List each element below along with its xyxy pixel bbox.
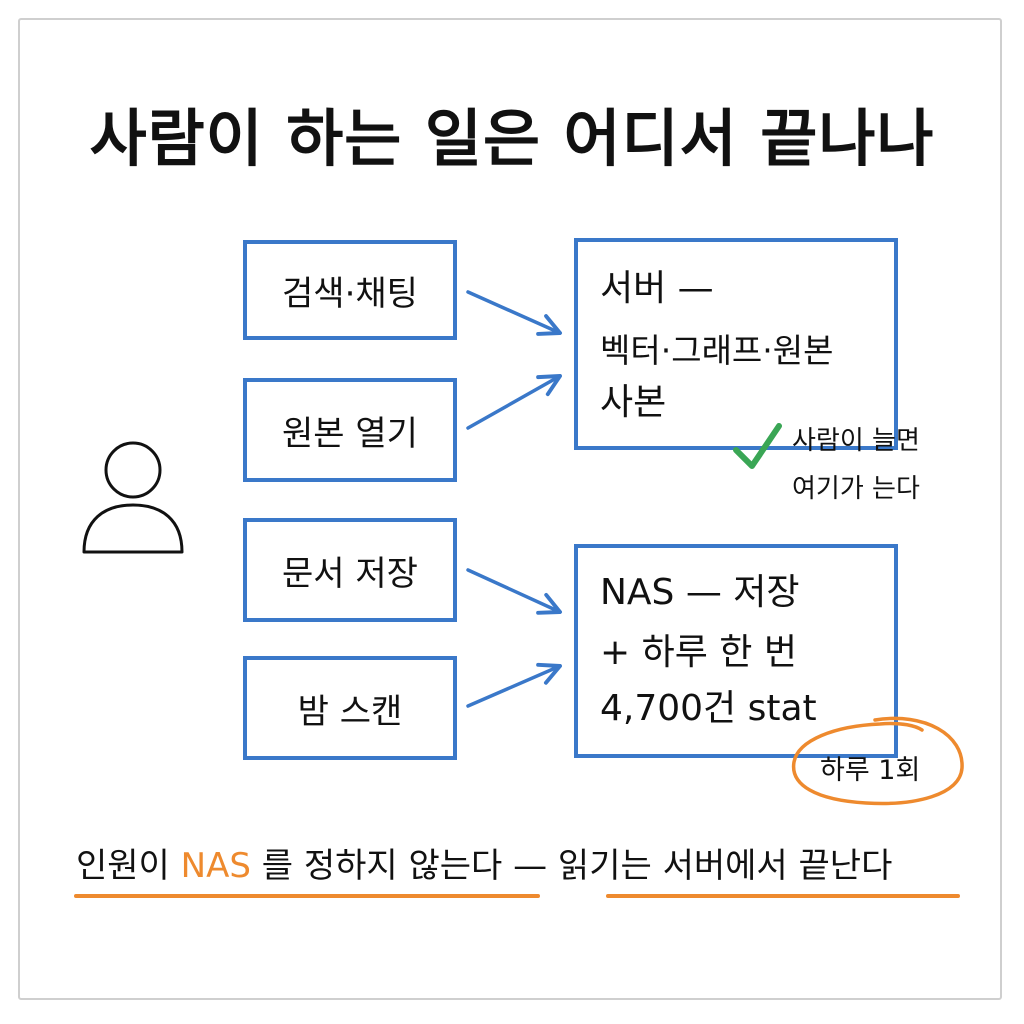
footer-text: 인원이 NAS 를 정하지 않는다 — 읽기는 서버에서 끝난다 (76, 838, 892, 887)
server-title: 서버 — (600, 268, 714, 309)
nas-stat: 4,700건 stat (600, 688, 817, 729)
footer-highlight-nas: NAS (180, 846, 251, 886)
input-box-open-original: 원본 열기 (243, 378, 457, 482)
nas-daily: + 하루 한 번 (600, 632, 797, 673)
page-title: 사람이 하는 일은 어디서 끝나나 (89, 102, 935, 175)
server-copy: 사본 (600, 382, 667, 423)
input-box-search-chat: 검색·채팅 (243, 240, 457, 340)
image-frame (18, 18, 1002, 1000)
footer-underline-left (74, 894, 540, 898)
input-label: 밤 스캔 (297, 691, 403, 732)
server-box (574, 238, 898, 450)
server-contents: 벡터·그래프·원본 (600, 331, 834, 370)
input-label: 문서 저장 (282, 553, 418, 594)
nas-badge-label: 하루 1회 (820, 755, 921, 786)
input-box-night-scan: 밤 스캔 (243, 656, 457, 760)
input-label: 원본 열기 (282, 413, 418, 454)
footer-underline-right (606, 894, 960, 898)
input-box-save-document: 문서 저장 (243, 518, 457, 622)
server-note-line1: 사람이 늘면 (792, 426, 920, 456)
input-label: 검색·채팅 (282, 273, 418, 314)
footer-part1: 인원이 (76, 846, 181, 886)
nas-title: NAS — 저장 (600, 572, 800, 613)
server-note-line2: 여기가 는다 (792, 474, 920, 504)
footer-part2: 를 정하지 않는다 — 읽기는 서버에서 끝난다 (250, 846, 893, 886)
